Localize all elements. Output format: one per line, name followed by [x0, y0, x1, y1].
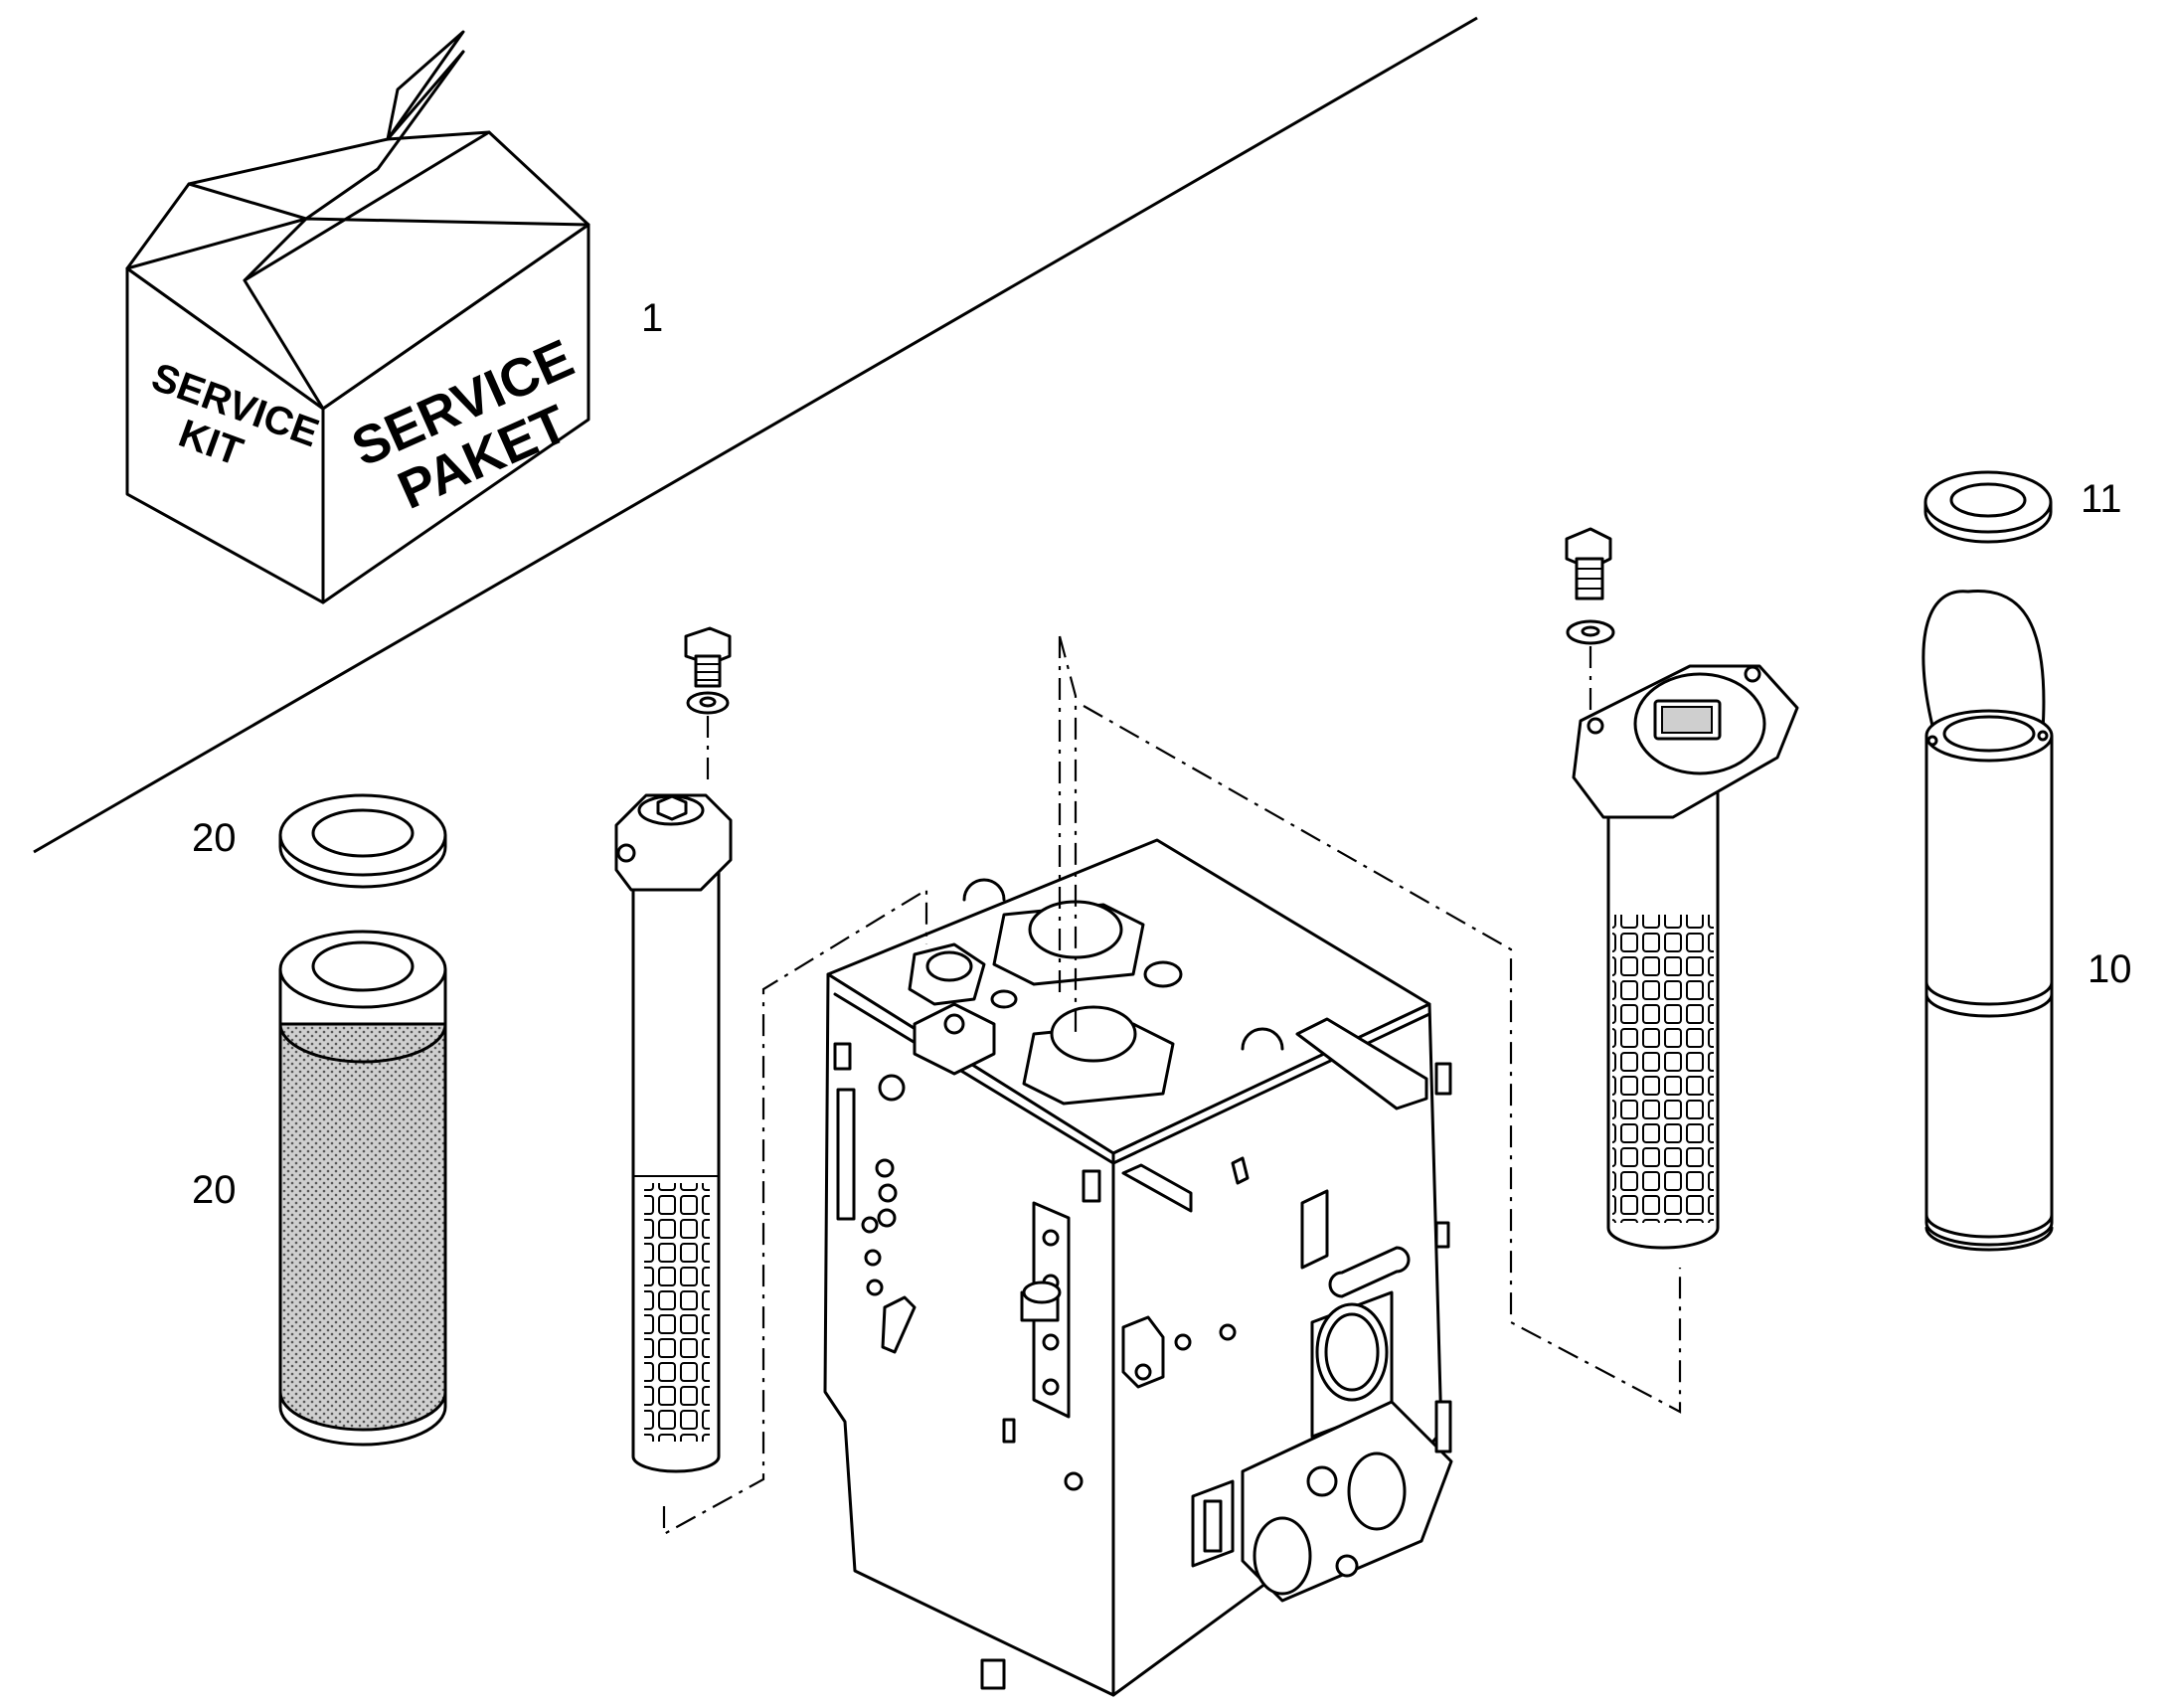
leader-line-slim-filter — [662, 888, 928, 1536]
bolt-right — [1565, 527, 1615, 645]
bolt-left — [684, 626, 732, 715]
perforated-filter-assembly — [1572, 664, 1799, 1250]
seal-ring-11 — [1923, 470, 2053, 544]
callout-item-1: 1 — [641, 296, 664, 340]
callout-item-10: 10 — [2088, 947, 2132, 991]
slim-filter-assembly — [614, 793, 733, 1473]
service-kit-box: SERVICE KIT SERVICE PAKET — [125, 30, 590, 604]
callout-item-11: 11 — [2081, 477, 2122, 521]
tank-housing — [823, 838, 1453, 1697]
leader-line-centre-top — [1058, 635, 1078, 1034]
leader-line-right-filter — [1083, 705, 1682, 1414]
filter-element-20 — [278, 930, 447, 1447]
callout-item-20-seal: 20 — [192, 816, 237, 860]
section-divider-line — [33, 16, 1478, 854]
callout-item-20-filter: 20 — [192, 1168, 237, 1212]
filter-element-10 — [1922, 589, 2054, 1252]
seal-ring-20 — [278, 793, 447, 889]
